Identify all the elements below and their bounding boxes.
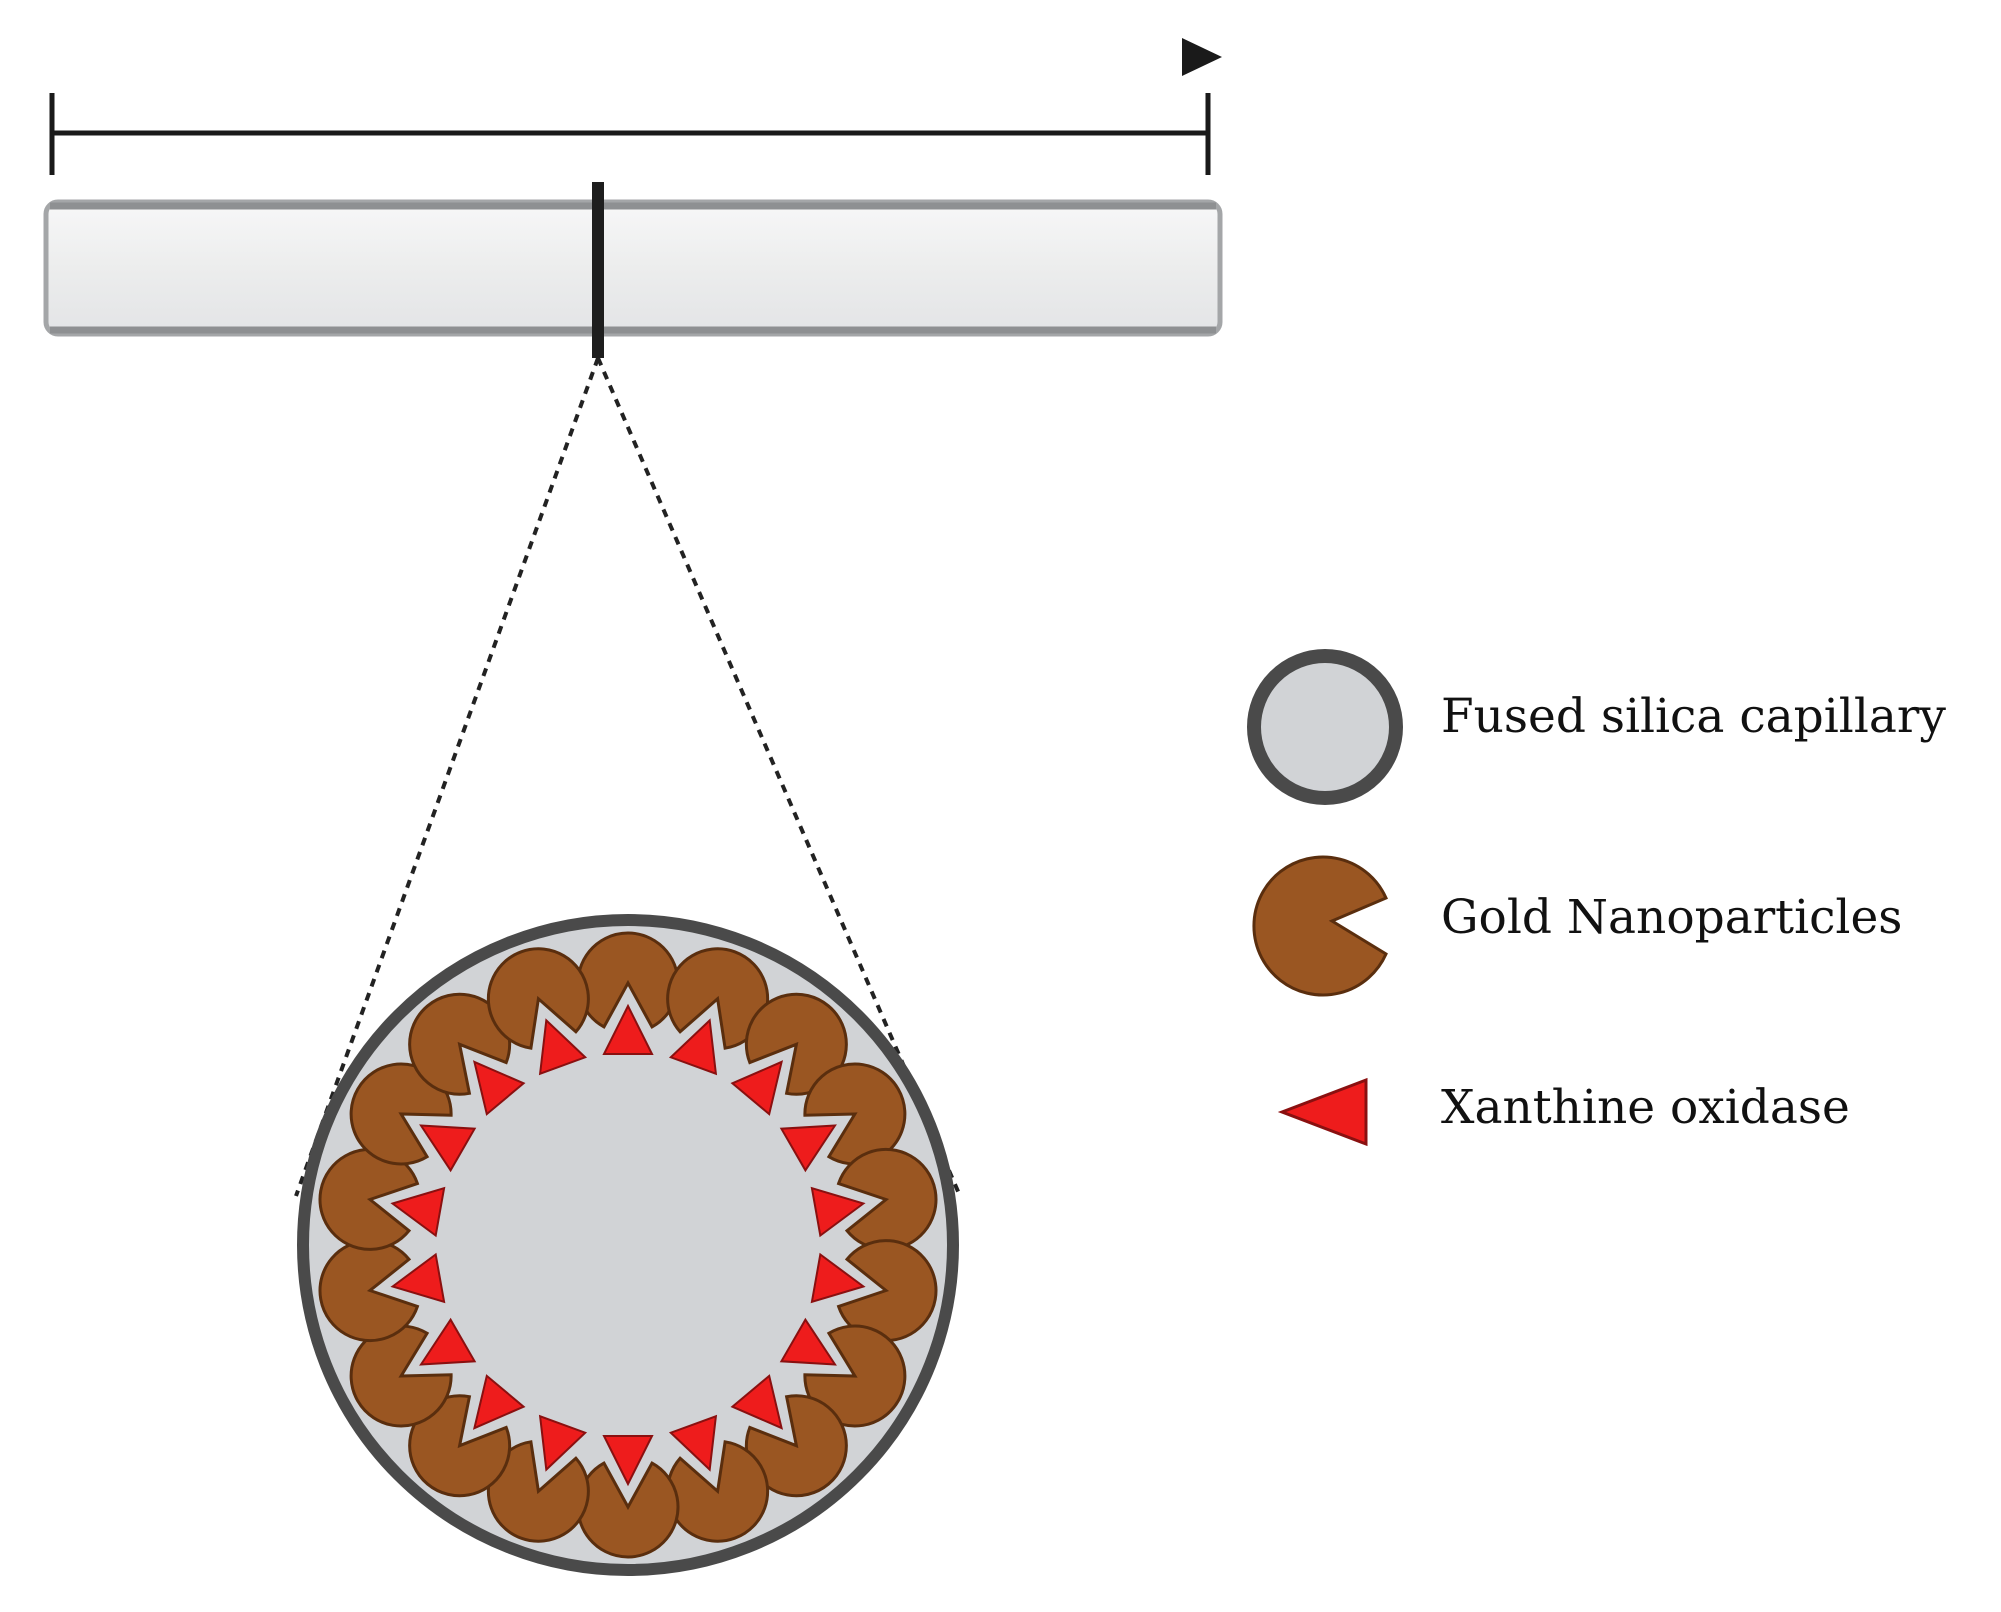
xanthine-oxidase-enzyme (779, 1124, 837, 1173)
xanthine-oxidase-enzyme (810, 1186, 866, 1238)
gold-nanoparticle (486, 947, 590, 1050)
xanthine-oxidase-enzyme (472, 1374, 526, 1430)
arrow-head-icon (1182, 38, 1222, 76)
xanthine-oxidase-enzyme (472, 1060, 526, 1116)
xanthine-oxidase-legend-icon (1277, 1077, 1368, 1147)
xanthine-oxidase-enzyme (810, 1252, 866, 1304)
legend-label-capillary: Fused silica capillary (1441, 689, 1946, 744)
zoom-lines (294, 357, 962, 1197)
flow-direction-arrow (52, 38, 1222, 76)
capillary-cross-section (297, 914, 959, 1576)
xanthine-oxidase-enzyme (730, 1060, 784, 1116)
capillary-legend-icon (1247, 649, 1403, 805)
xanthine-oxidase-enzyme (538, 1018, 588, 1076)
xanthine-oxidase-enzyme (668, 1018, 718, 1076)
capillary-wall (297, 914, 959, 1576)
xanthine-oxidase-enzyme (730, 1374, 784, 1430)
xanthine-oxidase-enzyme (779, 1317, 837, 1366)
xanthine-oxidase-enzyme (602, 1435, 654, 1487)
legend-item-xanthine-oxidase: Xanthine oxidase (1277, 1077, 1850, 1147)
legend-label-gold-nanoparticles: Gold Nanoparticles (1441, 890, 1902, 945)
xanthine-oxidase-enzyme (602, 1003, 654, 1055)
xanthine-oxidase-enzyme (390, 1252, 446, 1304)
cross-section-marker (592, 182, 604, 358)
xanthine-oxidase-enzyme (419, 1317, 477, 1366)
legend-item-capillary: Fused silica capillary (1247, 649, 1946, 805)
legend: Fused silica capillary Gold Nanoparticle… (1247, 649, 1946, 1147)
xanthine-oxidase-enzyme (419, 1124, 477, 1173)
xanthine-oxidase-enzyme (538, 1414, 588, 1472)
xanthine-oxidase-enzyme (390, 1186, 446, 1238)
capillary-tube-side-view (43, 199, 1223, 337)
legend-label-xanthine-oxidase: Xanthine oxidase (1441, 1080, 1850, 1135)
length-dimension-bar (49, 93, 1211, 175)
legend-item-gold-nanoparticles: Gold Nanoparticles (1252, 855, 1902, 997)
xanthine-oxidase-enzyme (668, 1414, 718, 1472)
gold-nanoparticle-legend-icon (1252, 855, 1388, 997)
